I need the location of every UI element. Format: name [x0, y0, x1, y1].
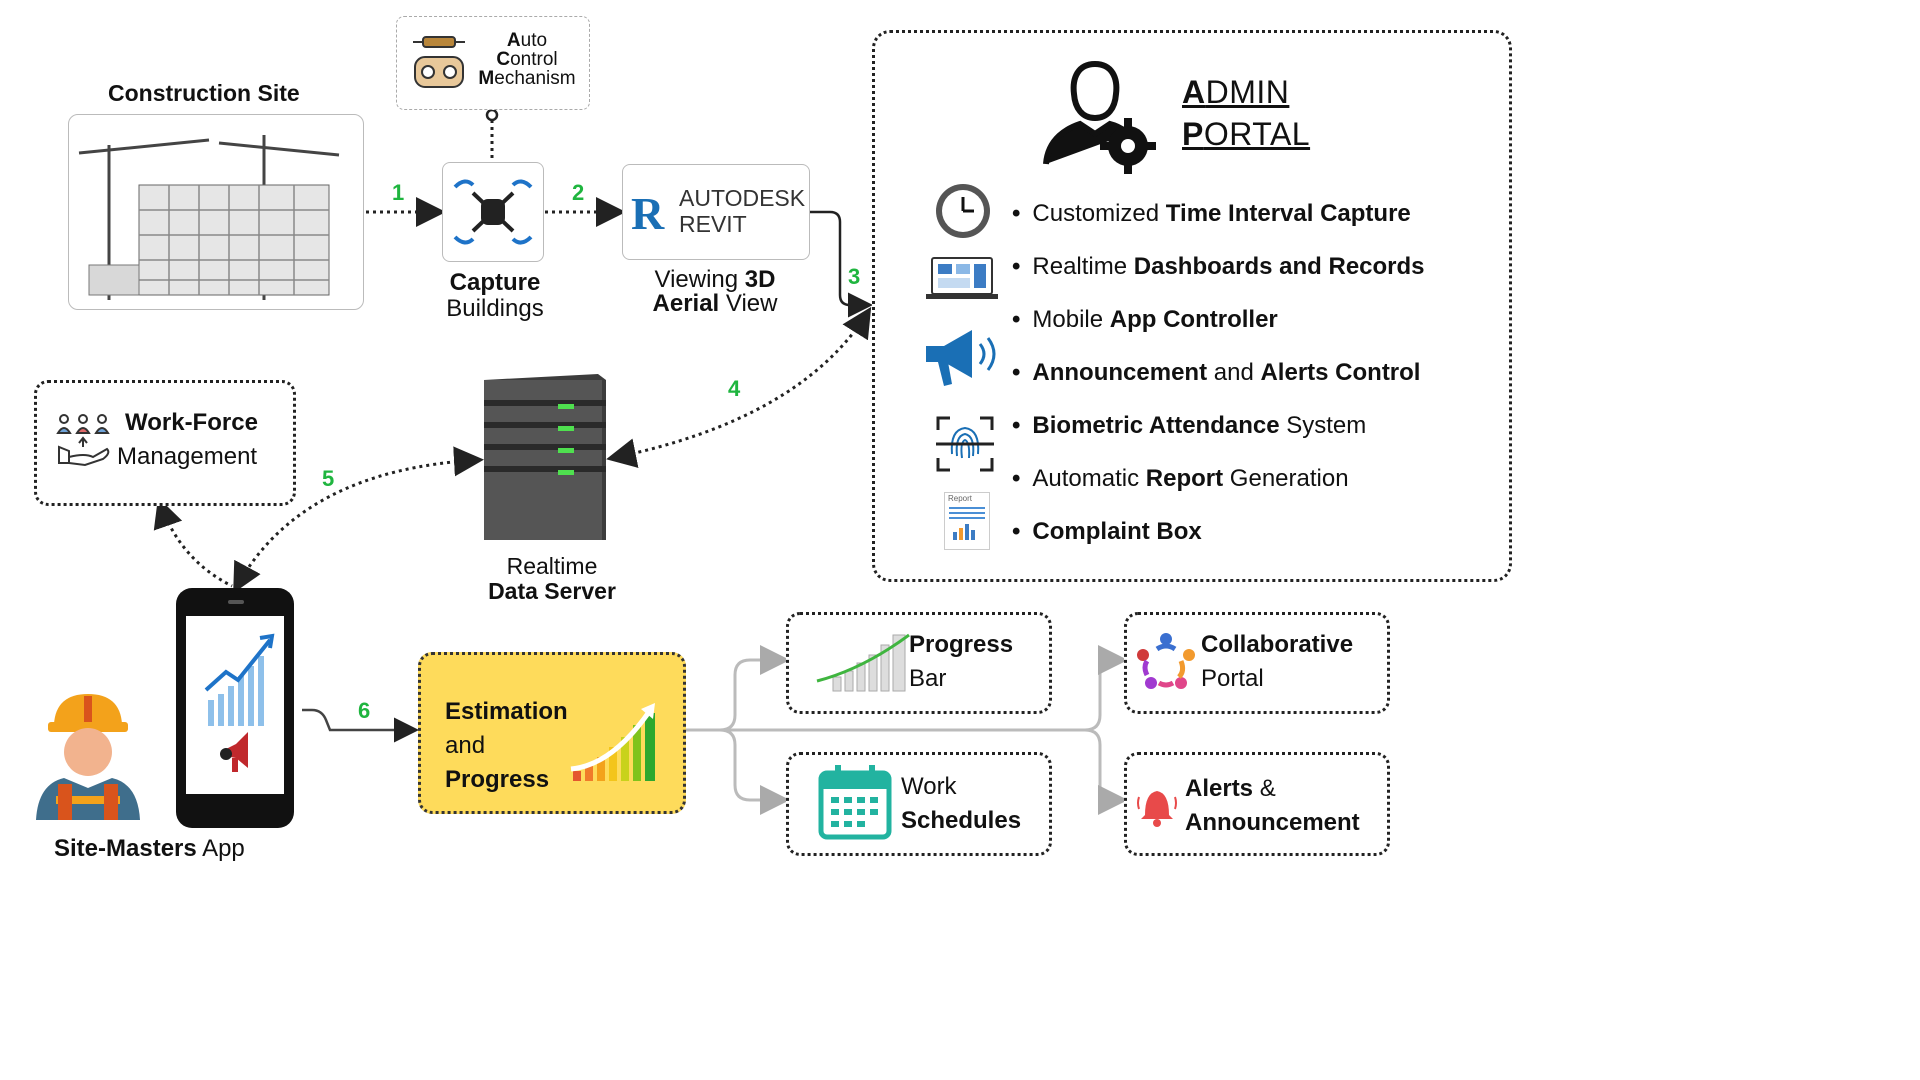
workforce-box: Work-Force Management	[34, 380, 296, 506]
link-to-alerts	[1084, 728, 1128, 815]
auto-control-label: Auto Control Mechanism	[478, 30, 576, 89]
feature-complaint-box: Complaint Box	[1012, 518, 1201, 546]
drone-icon	[453, 179, 533, 245]
step-2-label: 2	[572, 180, 585, 205]
progress-chart-icon	[816, 633, 910, 692]
progress-bar-box: Progress Bar	[786, 612, 1052, 714]
step-5-label: 5	[322, 466, 335, 491]
auto-control-box: Auto Control Mechanism	[396, 16, 590, 110]
estimation-label: Estimation and Progress	[445, 698, 568, 793]
phone-device	[176, 588, 294, 828]
feature-announcement-alerts: Announcement and Alerts Control	[1012, 359, 1420, 387]
alerts-title: Alerts &	[1185, 775, 1276, 802]
workforce-title: Work-Force	[125, 409, 258, 436]
connector-layer	[153, 108, 1128, 815]
alert-bell-icon	[1137, 791, 1177, 827]
step-4-label: 4	[728, 376, 741, 401]
feature-biometric: Biometric Attendance System	[1012, 412, 1366, 440]
revit-brand: AUTODESK REVIT	[679, 185, 806, 237]
dashboard-laptop-icon	[926, 257, 998, 299]
feature-dashboards: Realtime Dashboards and Records	[1012, 253, 1424, 281]
link-4	[606, 306, 872, 468]
workforce-subtitle: Management	[117, 443, 258, 470]
drone-box	[442, 162, 544, 262]
link-auto-control-node	[485, 108, 499, 122]
step-3-label: 3	[848, 264, 861, 289]
link-5	[233, 446, 484, 594]
link-workforce	[153, 497, 233, 588]
alerts-announcement-box: Alerts & Announcement	[1124, 752, 1390, 856]
revit-logo-icon: R	[631, 188, 665, 239]
server-label: Realtime Data Server	[488, 553, 616, 604]
admin-user-gear-icon	[1043, 60, 1156, 174]
clock-icon	[936, 184, 990, 238]
megaphone-icon	[926, 330, 996, 386]
progress-bar-subtitle: Bar	[909, 665, 947, 692]
link-3	[810, 210, 873, 318]
feature-app-controller: Mobile App Controller	[1012, 306, 1277, 334]
remote-controller-icon	[413, 36, 465, 88]
site-masters-label: Site-Masters App	[54, 835, 245, 862]
work-schedules-box: Work Schedules	[786, 752, 1052, 856]
link-to-schedules	[719, 728, 790, 815]
estimation-box: Estimation and Progress	[418, 652, 686, 814]
workforce-people-icon	[56, 414, 110, 467]
phone-growth-chart-icon	[204, 633, 275, 772]
step-6-label: 6	[358, 698, 371, 723]
link-6	[302, 708, 419, 743]
link-to-collab	[1084, 645, 1128, 732]
worker-avatar-icon	[36, 694, 140, 820]
capture-label: Capture Buildings	[446, 269, 544, 322]
work-schedules-subtitle: Schedules	[901, 807, 1022, 834]
admin-title-line2: PORTAL	[1182, 116, 1311, 152]
construction-building-icon	[78, 135, 340, 300]
revit-box: R AUTODESK REVIT	[622, 164, 810, 260]
construction-site-image	[68, 114, 364, 310]
collaborative-portal-title: Collaborative	[1201, 631, 1354, 658]
report-document-icon: Report	[944, 492, 990, 550]
calendar-icon	[818, 765, 892, 840]
step-1-label: 1	[392, 180, 405, 205]
link-to-progress	[719, 645, 790, 732]
construction-site-title: Construction Site	[108, 80, 300, 106]
revit-caption: Viewing 3D Aerial View	[652, 266, 778, 317]
phone-screen	[186, 616, 284, 794]
collaboration-people-icon	[1137, 633, 1195, 689]
collaborative-portal-box: Collaborative Portal	[1124, 612, 1390, 714]
growth-bars-icon	[570, 703, 655, 781]
alerts-subtitle: Announcement	[1185, 809, 1360, 836]
fingerprint-icon	[936, 416, 994, 472]
work-schedules-title: Work	[901, 773, 957, 800]
collaborative-portal-subtitle: Portal	[1201, 665, 1264, 692]
progress-bar-title: Progress	[909, 631, 1014, 658]
feature-report-generation: Automatic Report Generation	[1012, 465, 1348, 493]
feature-time-interval: Customized Time Interval Capture	[1012, 200, 1410, 228]
phone-megaphone-icon	[220, 732, 248, 772]
admin-title-line1: ADMIN	[1182, 74, 1290, 110]
server-icon	[484, 374, 606, 540]
